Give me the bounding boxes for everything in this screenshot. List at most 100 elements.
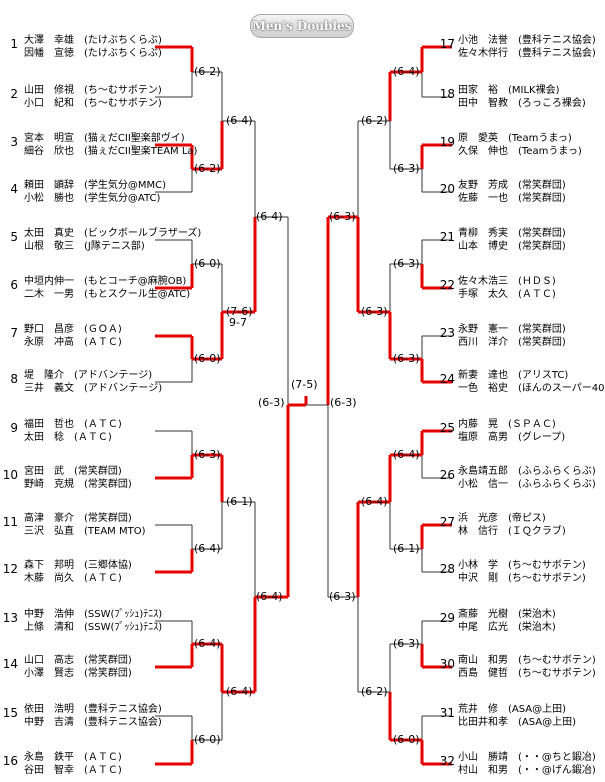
seed-number: 13 [2, 611, 18, 625]
player-name: 堤 隆介 (アドバンテージ) [24, 370, 153, 381]
seed-number: 26 [439, 468, 455, 482]
player-name: 青柳 秀実 (常笑群団) [458, 228, 566, 239]
match-score: (6-4) [256, 210, 283, 223]
match-score: (6-4) [393, 448, 420, 461]
seed-number: 24 [439, 372, 455, 386]
match-score: (6-4) [393, 65, 420, 78]
team-entry: 福田 哲也 (ＡＴＣ)太田 稔 (ＡＴＣ) [24, 418, 122, 444]
match-score: (6-4) [194, 542, 221, 555]
player-name: 山口 高志 (常笑群団) [24, 655, 132, 666]
team-entry: 荒井 修 (ASA@上田)比田井和孝 (ASA@上田) [458, 703, 576, 729]
seed-number: 22 [439, 278, 455, 292]
player-name: 久保 伸也 (Teamうまっ) [458, 146, 582, 157]
seed-number: 30 [439, 657, 455, 671]
match-score: (6-0) [194, 352, 221, 365]
seed-number: 3 [10, 135, 18, 149]
seed-number: 5 [10, 230, 18, 244]
match-score: (6-3) [330, 396, 357, 409]
player-name: 三井 義文 (アドバンテージ) [24, 383, 163, 394]
player-name: 中沢 剛 (ち～むサボテン) [458, 573, 586, 584]
seed-number: 10 [2, 468, 18, 482]
player-name: 中垣内伸一 (もとコーチ@麻腕OB) [24, 276, 187, 287]
player-name: 佐藤 一也 (常笑群団) [458, 193, 566, 204]
seed-number: 17 [439, 37, 455, 51]
player-name: 野口 昌彦 (ＧＯＡ) [24, 324, 122, 335]
player-name: 斎藤 光樹 (栄治木) [458, 609, 556, 620]
player-name: 林 信行 (ＩＱクラブ) [458, 526, 566, 537]
player-name: 依田 浩明 (豊科テニス協会) [24, 704, 162, 715]
seed-number: 19 [439, 135, 455, 149]
player-name: 高津 豪介 (常笑群団) [24, 513, 132, 524]
player-name: 永島 鉄平 (ＡＴＣ) [24, 752, 122, 763]
player-name: 新妻 達也 (アリスTC) [458, 370, 569, 381]
player-name: 西川 洋介 (常笑群団) [458, 337, 566, 348]
seed-number: 21 [439, 230, 455, 244]
match-score: (6-3) [361, 305, 388, 318]
player-name: 山本 博史 (常笑群団) [458, 241, 566, 252]
player-name: 山田 修視 (ち～むサボテン) [24, 85, 162, 96]
player-name: 永野 憲一 (常笑群団) [458, 324, 566, 335]
seed-number: 9 [10, 421, 18, 435]
seed-number: 11 [2, 515, 18, 529]
team-entry: 宮田 武 (常笑群団)野崎 克規 (常笑群団) [24, 465, 132, 491]
team-entry: 永島靖五郎 (ふらふらくらぶ) 小松 信一 (ふらふらくらぶ) [458, 465, 596, 491]
seed-number: 8 [10, 372, 18, 386]
team-entry: 友野 芳成 (常笑群団)佐藤 一也 (常笑群団) [458, 179, 566, 205]
player-name: 手塚 太久 (ＡＴＣ) [458, 289, 556, 300]
seed-number: 14 [2, 657, 18, 671]
player-name: 頼田 顕辞 (学生気分@MMC) [24, 180, 167, 191]
team-entry: 内藤 晃 (ＳＰＡＣ) 塩原 高男 (グレープ) [458, 418, 565, 444]
player-name: 小松 勝也 (学生気分@ATC) [24, 193, 161, 204]
team-entry: 青柳 秀実 (常笑群団) 山本 博史 (常笑群団) [458, 227, 566, 253]
match-score: (6-1) [393, 542, 420, 555]
team-entry: 宮本 明宣 (猫ぇだCII聖楽部ヴイ)細谷 欣也 (猫ぇだCII聖楽TEAM L… [24, 132, 197, 158]
player-name: 宮田 武 (常笑群団) [24, 466, 122, 477]
team-entry: 森下 邦明 (三郷体協)木藤 尚久 (ＡＴＣ) [24, 559, 132, 585]
player-name: 小口 紀和 (ち～むサボテン) [24, 98, 162, 109]
player-name: 小松 信一 (ふらふらくらぶ) [458, 479, 596, 490]
seed-number: 23 [439, 326, 455, 340]
player-name: 三沢 弘直 (TEAM MTO) [24, 526, 146, 537]
player-name: 中野 浩伸 (SSW(ﾌﾟｯｼｭ)ﾃﾆｽ) [24, 609, 163, 620]
team-entry: 南山 和男 (ち～むサボテン)西島 健哲 (ち～むサボテン) [458, 654, 596, 680]
player-name: 田中 智教 (ろっころ裸会) [458, 98, 586, 109]
seed-number: 27 [439, 515, 455, 529]
seed-number: 15 [2, 706, 18, 720]
team-entry: 山田 修視 (ち～むサボテン) 小口 紀和 (ち～むサボテン) [24, 84, 162, 110]
seed-number: 4 [10, 182, 18, 196]
team-entry: 太田 真史 (ビックボールブラザーズ)山根 敬三 (J隊テニス部) [24, 227, 201, 253]
seed-number: 32 [439, 754, 455, 768]
player-name: 浜 光彦 (帝ピス) [458, 513, 546, 524]
team-entry: 佐々木浩三 (ＨＤＳ)手塚 太久 (ＡＴＣ) [458, 275, 556, 301]
seed-number: 7 [10, 326, 18, 340]
match-score: (7-6) [226, 305, 253, 318]
player-name: 小林 学 (ち～むサボテン) [458, 560, 586, 571]
team-entry: 堤 隆介 (アドバンテージ) 三井 義文 (アドバンテージ) [24, 369, 162, 395]
match-score: (6-4) [361, 495, 388, 508]
player-name: 永島靖五郎 (ふらふらくらぶ) [458, 466, 596, 477]
match-score: (6-3) [393, 162, 420, 175]
seed-number: 20 [439, 182, 455, 196]
team-entry: 田家 裕 (MILK裸会)田中 智教 (ろっころ裸会) [458, 84, 586, 110]
player-name: 原 愛英 (Teamうまっ) [458, 133, 572, 144]
seed-number: 25 [439, 421, 455, 435]
team-entry: 山口 高志 (常笑群団) 小澤 賢志 (常笑群団) [24, 654, 132, 680]
match-score: (6-2) [361, 685, 388, 698]
player-name: 小澤 賢志 (常笑群団) [24, 668, 132, 679]
team-entry: 小山 勝靖 (・・@ちと鍛冶)村山 和男 (・・@げん鍛冶) [458, 751, 596, 777]
match-score: (6-0) [194, 257, 221, 270]
match-score: (6-0) [194, 733, 221, 746]
player-name: 木藤 尚久 (ＡＴＣ) [24, 573, 122, 584]
team-entry: 永野 憲一 (常笑群団) 西川 洋介 (常笑群団) [458, 323, 566, 349]
team-entry: 依田 浩明 (豊科テニス協会)中野 吉清 (豊科テニス協会) [24, 703, 162, 729]
team-entry: 高津 豪介 (常笑群団) 三沢 弘直 (TEAM MTO) [24, 512, 145, 538]
seed-number: 1 [10, 37, 18, 51]
team-entry: 中野 浩伸 (SSW(ﾌﾟｯｼｭ)ﾃﾆｽ)上條 清和 (SSW(ﾌﾟｯｼｭ)ﾃﾆ… [24, 608, 162, 634]
player-name: 内藤 晃 (ＳＰＡＣ) [458, 419, 556, 430]
player-name: 一色 裕史 (ほんのスーパー40'S) [458, 383, 605, 394]
team-entry: 小池 法誉 (豊科テニス協会)佐々木伴行 (豊科テニス協会) [458, 34, 596, 60]
player-name: 塩原 高男 (グレープ) [458, 432, 566, 443]
player-name: 中尾 広光 (栄治木) [458, 622, 556, 633]
team-entry: 斎藤 光樹 (栄治木) 中尾 広光 (栄治木) [458, 608, 556, 634]
